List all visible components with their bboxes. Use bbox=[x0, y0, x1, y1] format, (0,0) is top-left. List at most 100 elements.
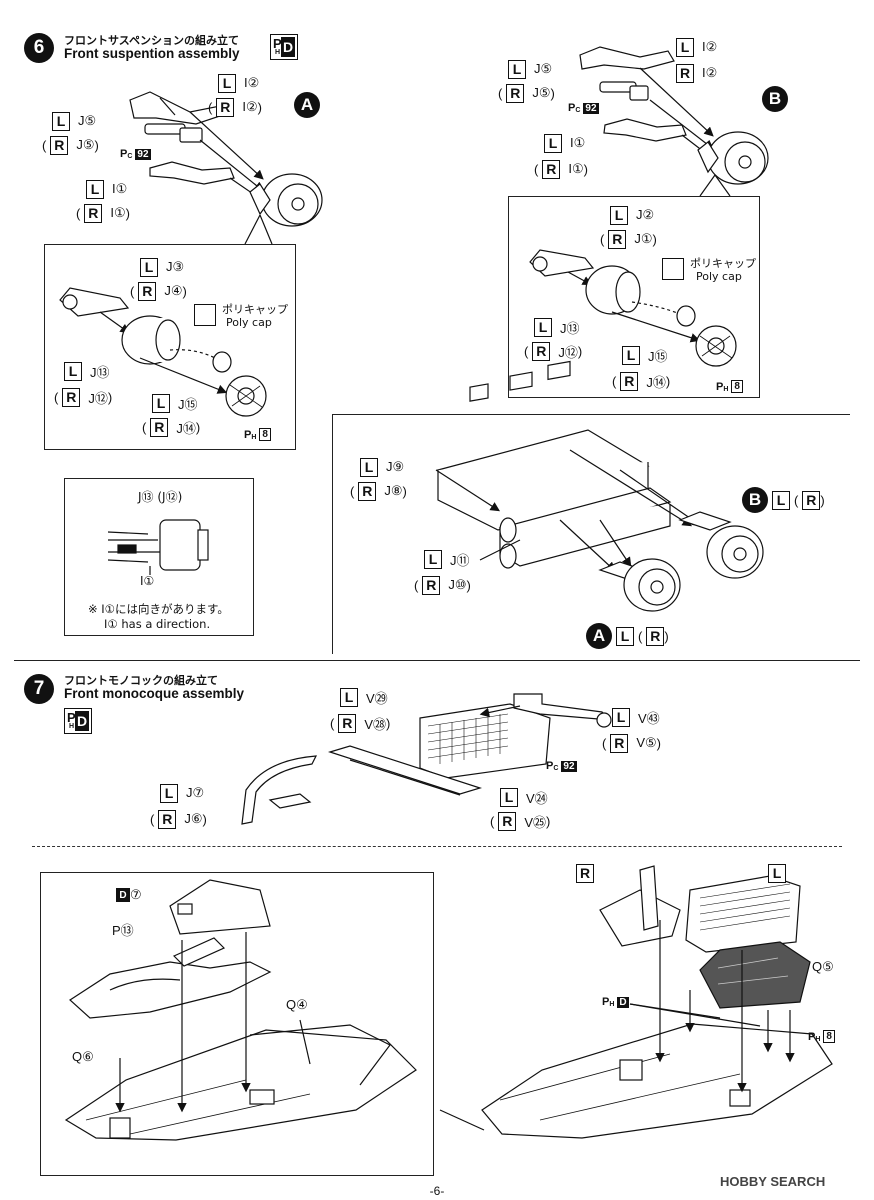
upper-arm-b bbox=[579, 46, 675, 70]
detail-box bbox=[64, 478, 254, 636]
detail-note-jp: ※ I①には向きがあります。 bbox=[88, 602, 229, 616]
polycap-warning-icon bbox=[194, 304, 216, 326]
label-l-j9: L J⑨ bbox=[360, 456, 404, 478]
label-l-j15-a: L J⑮ bbox=[152, 392, 198, 414]
radiator-duct bbox=[419, 703, 551, 779]
floor-plate bbox=[327, 745, 483, 796]
polycap-jp-b: ポリキャップ bbox=[690, 257, 756, 270]
part-i1: I① bbox=[110, 205, 126, 220]
step-6-number: 6 bbox=[24, 33, 54, 63]
marker-a-lr: A L ( R) bbox=[586, 622, 669, 650]
label-r-j8: ( R J⑧) bbox=[350, 481, 407, 501]
label-r-v25: ( R V㉕) bbox=[490, 811, 551, 831]
tie-rod-b bbox=[599, 81, 649, 101]
sidepod-left-radiator bbox=[685, 875, 801, 953]
tie-rod-a bbox=[144, 123, 203, 143]
label-r-j12-a: ( R J⑫) bbox=[54, 387, 113, 407]
label-r-j14-b: ( R J⑭) bbox=[612, 371, 671, 391]
label-r-j5-b: ( R J⑤) bbox=[498, 83, 555, 103]
label-r-i1-b: ( R I①) bbox=[534, 159, 588, 179]
step-7-paint-badge: P H D bbox=[64, 708, 92, 734]
part-i2: I② bbox=[244, 75, 260, 90]
label-l-j5-a: L J⑤ bbox=[52, 110, 96, 132]
step-6-title-jp: フロントサスペンションの組み立て bbox=[64, 34, 240, 47]
mirror-stay bbox=[513, 693, 612, 728]
nose-assembly-frame bbox=[40, 872, 434, 1176]
marker-b-small: B bbox=[742, 487, 768, 513]
part-j5: J⑤ bbox=[78, 113, 97, 128]
sidepod-right bbox=[599, 865, 681, 947]
polycap-jp-a: ポリキャップ bbox=[222, 303, 288, 316]
label-r-v5: ( R V⑤) bbox=[602, 733, 662, 753]
label-r-v28: ( R V㉘) bbox=[330, 713, 391, 733]
label-l-j15-b: L J⑮ bbox=[622, 344, 668, 366]
label-l-i1-a: L I① bbox=[86, 178, 127, 200]
label-l-i2-b: L I② bbox=[676, 36, 717, 58]
part-j5: J⑤ bbox=[76, 137, 95, 152]
label-d7: D ⑦ bbox=[116, 884, 142, 906]
label-l-j2: L J② bbox=[610, 204, 654, 226]
front-chassis-mount-frame bbox=[332, 414, 850, 654]
label-l-i2-a: L I② bbox=[218, 72, 259, 94]
substep-divider bbox=[32, 846, 842, 847]
marker-a: A bbox=[294, 92, 320, 118]
left-box: L bbox=[218, 73, 236, 93]
label-l-j11: L J⑪ bbox=[424, 548, 470, 570]
lower-arm-a bbox=[149, 161, 235, 185]
fuel-tank-cover bbox=[699, 941, 811, 1009]
label-q4: Q④ bbox=[286, 997, 308, 1012]
label-r-j1: ( R J①) bbox=[600, 229, 657, 249]
watermark: HOBBY SEARCH bbox=[720, 1174, 826, 1189]
part-i1: I① bbox=[112, 181, 128, 196]
step-7-title-en: Front monocoque assembly bbox=[64, 686, 245, 701]
label-r-side: R bbox=[576, 862, 594, 884]
label-r-j6: ( R J⑥) bbox=[150, 809, 207, 829]
part-i2: I② bbox=[242, 99, 258, 114]
step-7-title-jp: フロントモノコックの組み立て bbox=[64, 674, 218, 687]
marker-b-lr: B L ( R) bbox=[742, 486, 825, 514]
label-l-j5-b: L J⑤ bbox=[508, 58, 552, 80]
front-wing-support bbox=[241, 755, 318, 825]
badge-d: D bbox=[281, 37, 295, 57]
label-l-v43: L V㊸ bbox=[612, 706, 660, 728]
step-6-title-en: Front suspention assembly bbox=[64, 46, 240, 61]
step-7-number: 7 bbox=[24, 674, 54, 704]
polycap-en-b: Poly cap bbox=[696, 270, 742, 283]
polycap-en-a: Poly cap bbox=[226, 316, 272, 329]
lower-arm-b bbox=[603, 118, 687, 142]
label-r-j5-a: ( R J⑤) bbox=[42, 135, 99, 155]
page-number: -6- bbox=[429, 1184, 445, 1198]
panel-a-exploded bbox=[44, 244, 296, 450]
polycap-warning-icon bbox=[662, 258, 684, 280]
detail-bottom-label: I① bbox=[140, 574, 155, 588]
label-l-j7: L J⑦ bbox=[160, 782, 204, 804]
label-l-i1-b: L I① bbox=[544, 132, 585, 154]
label-p13: P⑬ bbox=[112, 922, 134, 938]
label-l-side: L bbox=[768, 862, 786, 884]
step-divider bbox=[14, 660, 860, 661]
label-r-j10: ( R J⑩) bbox=[414, 575, 471, 595]
upright-a bbox=[249, 173, 323, 227]
marker-b: B bbox=[762, 86, 788, 112]
label-q5: Q⑤ bbox=[812, 959, 834, 974]
upright-b bbox=[697, 131, 769, 185]
detail-note-en: I① has a direction. bbox=[104, 617, 211, 631]
marker-a-small: A bbox=[586, 623, 612, 649]
label-r-j14-a: ( R J⑭) bbox=[142, 417, 201, 437]
label-l-v24: L V㉔ bbox=[500, 786, 548, 808]
detail-top-label: J⑬ (J⑫) bbox=[138, 490, 183, 504]
right-box: R bbox=[216, 97, 235, 117]
label-r-i1-a: ( R I①) bbox=[76, 203, 130, 223]
label-l-j3: L J③ bbox=[140, 256, 184, 278]
label-r-i2-b: R I② bbox=[676, 62, 717, 84]
label-r-j4: ( R J④) bbox=[130, 281, 187, 301]
chassis-tub-right bbox=[481, 1023, 833, 1139]
label-r-j12-b: ( R J⑫) bbox=[524, 341, 583, 361]
label-l-j13-b: L J⑬ bbox=[534, 316, 580, 338]
